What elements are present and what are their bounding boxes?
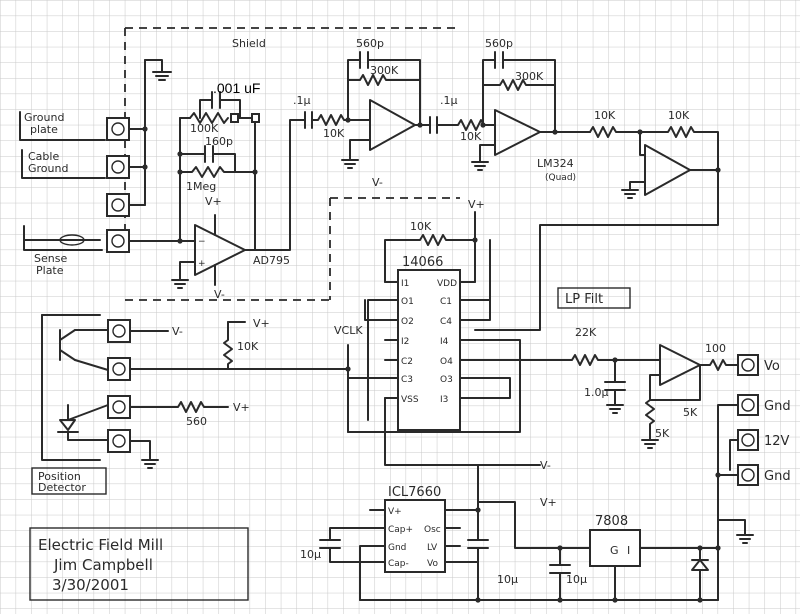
r-10k-e-label: 10K [237,340,259,353]
pin-vdd: VDD [437,279,457,289]
det-vplus-b: V+ [233,401,250,414]
pin-i1: I1 [401,279,409,289]
icl-vminus: V- [540,459,551,472]
pin-o1: O1 [401,297,414,307]
c-560p-b-label: 560p [485,37,513,50]
sense-plate-cable [23,225,103,251]
ad795-vplus: V+ [205,195,222,208]
r-300k-a-label: 300K [370,64,399,77]
shield-label: Shield [232,37,266,50]
r-10k-b-label: 10K [460,130,482,143]
svg-text:−: − [198,237,206,247]
gnd-2-label: Gnd [764,469,791,484]
ic-14066-vplus: V+ [468,198,485,211]
junction-dots [142,117,721,603]
pin-vplus: V+ [388,507,402,517]
ic-14066 [347,211,566,466]
title-line-3: 3/30/2001 [52,576,129,594]
r-10k-a-label: 10K [323,127,345,140]
pin-o3: O3 [440,375,453,385]
v12-label: 12V [764,434,790,449]
pin-o4: O4 [440,357,453,367]
c-160p-label: 160p [205,135,233,148]
lm324-label: LM324 [537,157,574,170]
r-5k-b-label: 5K [655,427,670,440]
position-label-box [31,467,107,495]
pin-vo: Vo [427,559,438,569]
pin-i2: I2 [401,337,409,347]
title-line-2: Jim Campbell [53,556,153,574]
position-detector [41,314,349,469]
lm324-stage-b [436,51,719,331]
pin-i4: I4 [440,337,449,347]
vclk-label: VCLK [334,324,363,337]
pin-c1: C1 [440,297,452,307]
pin-vss: VSS [401,395,419,405]
pin-i3: I3 [440,395,448,405]
cap-001-label: .001 uF [213,80,260,96]
sense-plate-label-1: Sense [34,252,67,265]
c-1u-a-label: .1µ [293,94,311,107]
c-10u-c-label: 10µ [566,573,587,586]
svg-text:+: + [198,259,206,269]
r-5k-a-label: 5K [683,406,698,419]
r-10k-c-label: 10K [594,109,616,122]
pin-c4: C4 [440,317,452,327]
sense-plate-label-2: Plate [36,264,64,277]
lp-filter [557,287,759,601]
r-100-label: 100 [705,342,726,355]
pin-osc: Osc [424,525,441,535]
position-label-1: Position [38,470,81,483]
reg-i-pin: I [627,544,630,557]
r-10k-d-label: 10K [668,109,690,122]
pin-c2: C2 [401,357,413,367]
gnd-1-label: Gnd [764,399,791,414]
vo-label: Vo [764,359,780,374]
pin-cap-plus: Cap+ [388,525,413,535]
det-vminus: V- [172,325,183,338]
r-100k-label: 100K [190,122,219,135]
c-1u-b-label: .1µ [440,94,458,107]
input-connectors [106,59,172,253]
c-10u-b-label: 10µ [497,573,518,586]
title-block [29,527,249,601]
det-vplus-a: V+ [253,317,270,330]
position-label-2: Detector [38,481,86,494]
cable-ground-label-2: Ground [28,162,68,175]
c-10u-a-label: 10µ [300,548,321,561]
quad-label: (Quad) [545,173,576,183]
ad795-label: AD795 [253,254,290,267]
regulator-7808 [549,519,754,601]
pin-cap-minus: Cap- [388,559,409,569]
c-1u-lp-label: 1.0µ [584,386,609,399]
ic-14066-label: 14066 [402,255,443,270]
pin-lv: LV [427,543,438,553]
r-300k-b-label: 300K [515,70,544,83]
cable-ground-label-1: Cable [28,150,59,163]
title-line-1: Electric Field Mill [38,536,163,554]
pin-gnd: Gnd [388,543,406,553]
ad795-vminus: V- [214,288,225,301]
c-560p-a-label: 560p [356,37,384,50]
lp-filt-label: LP Filt [565,292,603,307]
ad795-opamp: − + [128,91,306,289]
plate-brackets [19,111,106,179]
r-560-label: 560 [186,415,207,428]
pin-o2: O2 [401,317,414,327]
ground-plate-label-1: Ground [24,111,64,124]
reg-7808-label: 7808 [595,514,628,529]
r-22k-label: 22K [575,326,597,339]
icl-vplus: V+ [540,496,557,509]
r-10k-pull-label: 10K [410,220,432,233]
lm324a-vminus: V- [372,176,383,189]
icl7660-label: ICL7660 [388,485,441,500]
ground-plate-label-2: plate [30,123,58,136]
pin-c3: C3 [401,375,413,385]
ic-icl7660 [319,464,719,601]
r-1meg-label: 1Meg [186,180,216,193]
reg-g-pin: G [610,544,619,557]
coax-sleeve [59,234,85,246]
